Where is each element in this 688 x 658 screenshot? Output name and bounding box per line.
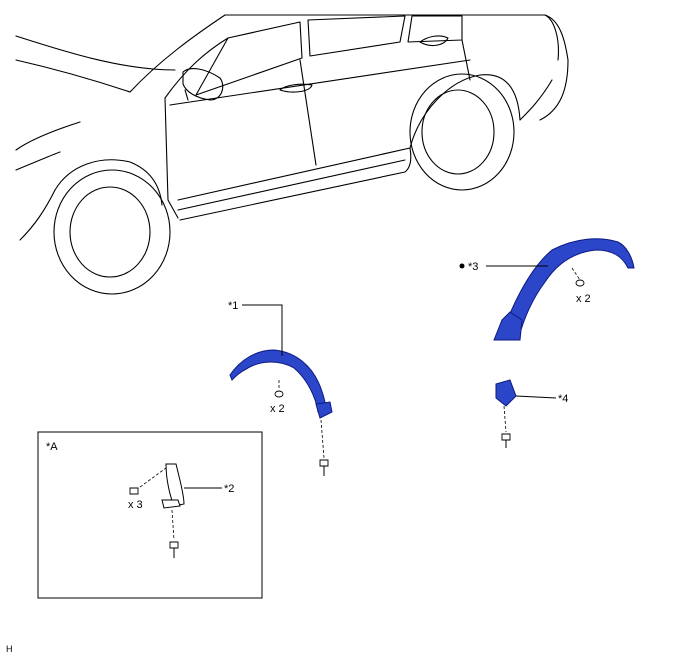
figure-code: H (6, 644, 13, 654)
part4-screw-path (503, 405, 507, 433)
inset-box (37, 431, 263, 599)
part3-marker-dot (459, 263, 465, 269)
part3-clip (571, 267, 585, 287)
vehicle-outline (15, 14, 569, 295)
inset-callout: *A (46, 441, 58, 453)
part2-bolt-quantity: x 3 (128, 499, 143, 511)
part2-bolt (129, 487, 139, 495)
part1-clip (274, 380, 284, 398)
part2-bolt-path (135, 467, 167, 491)
front-mudguard (161, 463, 185, 509)
part2-screw-path (171, 509, 175, 541)
part4-leader (515, 395, 557, 399)
front-wheel-opening-molding (229, 349, 333, 419)
part1-clip-quantity: x 2 (270, 403, 285, 415)
part3-callout: *3 (468, 261, 478, 273)
rear-mudguard-bracket (495, 379, 517, 407)
part3-clip-quantity: x 2 (576, 293, 591, 305)
rear-wheel-opening-molding (493, 238, 635, 341)
part2-callout: *2 (224, 483, 234, 495)
part4-callout: *4 (558, 393, 568, 405)
part1-leader (242, 304, 283, 356)
part1-callout: *1 (228, 300, 238, 312)
part2-screw (169, 541, 179, 558)
part1-screw-path (320, 419, 325, 459)
part1-screw (319, 459, 329, 476)
part4-screw (501, 433, 511, 448)
